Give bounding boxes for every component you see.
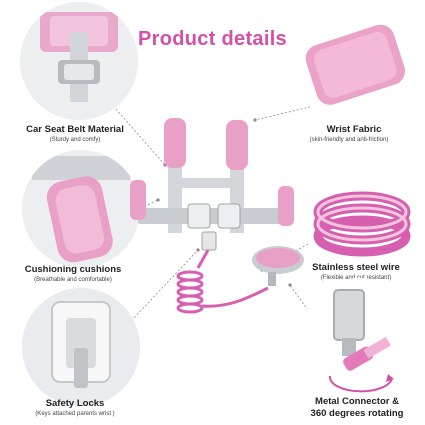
harness-product-image	[118, 108, 308, 338]
belt-material-image	[20, 2, 138, 120]
steel-wire-image	[300, 152, 418, 270]
feature-label-cushion: Cushioning cushions	[24, 264, 122, 275]
feature-sub-lock: (Keys attached parents wrist )	[35, 411, 115, 417]
feature-label-wrist: Wrist Fabric	[326, 124, 382, 135]
wrist-fabric-image	[296, 8, 414, 126]
feature-sub-wrist: (skin-friendly and anti-friction)	[309, 137, 389, 143]
feature-sub-belt: (Sturdy and comfy)	[49, 137, 101, 143]
page-title: Product details	[138, 28, 287, 50]
feature-label-belt: Car Seat Belt Material	[26, 124, 124, 135]
feature-sub-cushion: (Breathable and comfortable)	[34, 277, 112, 283]
feature-label-wire: Stainless steel wire	[312, 262, 400, 273]
cushion-image	[22, 150, 140, 268]
metal-connector-image	[300, 278, 418, 396]
feature-sub-connector: 360 degrees rotating	[310, 408, 404, 419]
feature-label-connector: Metal Connector &	[315, 396, 399, 407]
feature-label-lock: Safety Locks	[45, 398, 105, 409]
safety-lock-image	[22, 288, 140, 406]
